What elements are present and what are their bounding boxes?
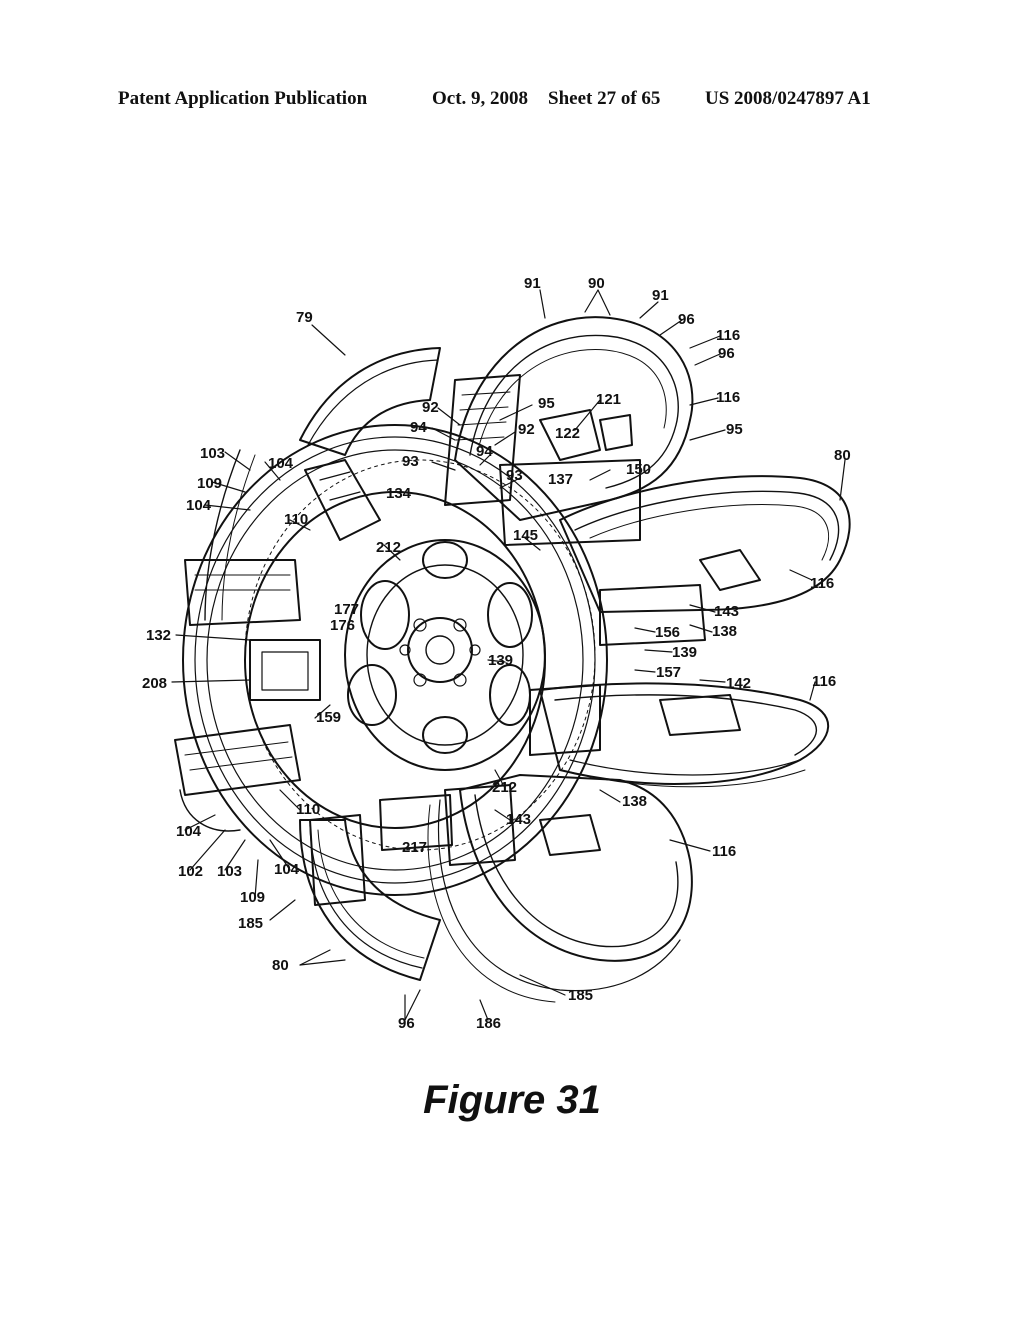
paddle-right-lower [529,682,830,788]
ref-103: 103 [217,863,242,880]
ref-104: 104 [274,861,300,878]
paddle-top [444,316,694,546]
ref-94: 94 [410,419,427,436]
ref-95: 95 [538,395,555,412]
reference-numerals: 91 90 91 96 116 96 79 116 95 121 92 95 1… [142,275,851,1032]
ref-110: 110 [284,511,308,528]
ref-142: 142 [726,675,751,692]
central-hub [344,539,546,771]
ref-122: 122 [555,425,580,442]
ref-109: 109 [197,475,222,492]
ref-176: 176 [330,617,355,634]
ref-185: 185 [238,915,263,932]
header-sheet: Sheet 27 of 65 [548,88,661,109]
ref-93: 93 [402,453,419,470]
arm-left [174,449,321,832]
ref-150: 150 [626,461,651,478]
ref-96: 96 [398,1015,415,1032]
ref-217: 217 [402,839,427,856]
ref-139: 139 [488,652,513,669]
ref-139: 139 [672,644,697,661]
ref-143: 143 [506,811,531,828]
ref-92: 92 [518,421,535,438]
ref-90: 90 [588,275,605,292]
ref-212: 212 [376,539,401,556]
ref-96: 96 [718,345,735,362]
ref-138: 138 [622,793,647,810]
ref-102: 102 [178,863,203,880]
ref-137: 137 [548,471,573,488]
arm-bottom-left [299,794,453,981]
ref-116: 116 [716,389,740,406]
ref-138: 138 [712,623,737,640]
ref-157: 157 [656,664,681,681]
ref-116: 116 [810,575,834,592]
arm-top-left [299,347,441,541]
ref-116: 116 [712,843,736,860]
ref-95: 95 [726,421,743,438]
ref-143: 143 [714,603,739,620]
ref-91: 91 [652,287,669,304]
ref-91: 91 [524,275,541,292]
ref-104: 104 [268,455,294,472]
ref-116: 116 [812,673,836,690]
ref-121: 121 [596,391,621,408]
ref-134: 134 [386,485,412,502]
ref-132: 132 [146,627,171,644]
ref-80: 80 [834,447,851,464]
ref-145: 145 [513,527,538,544]
ref-186: 186 [476,1015,501,1032]
ref-110: 110 [296,801,320,818]
header-date: Oct. 9, 2008 [432,88,529,109]
ref-104: 104 [176,823,202,840]
ref-103: 103 [200,445,225,462]
ref-104: 104 [186,497,212,514]
paddle-bottom [427,774,693,1003]
ref-177: 177 [334,601,359,618]
leader-lines [171,289,846,1021]
header-publication: Patent Application Publication [118,88,368,109]
ref-156: 156 [655,624,680,641]
ref-80: 80 [272,957,289,974]
header-patent-number: US 2008/0247897 A1 [705,88,871,109]
ref-208: 208 [142,675,167,692]
ref-116: 116 [716,327,740,344]
ref-93: 93 [506,467,523,484]
ref-185: 185 [568,987,593,1004]
ref-92: 92 [422,399,439,416]
ref-96: 96 [678,311,695,328]
ref-109: 109 [240,889,265,906]
figure-caption: Figure 31 [423,1078,601,1122]
paddle-right [559,475,851,646]
ref-159: 159 [316,709,341,726]
ref-94: 94 [476,443,493,460]
ref-212: 212 [492,779,517,796]
ref-79: 79 [296,309,313,326]
